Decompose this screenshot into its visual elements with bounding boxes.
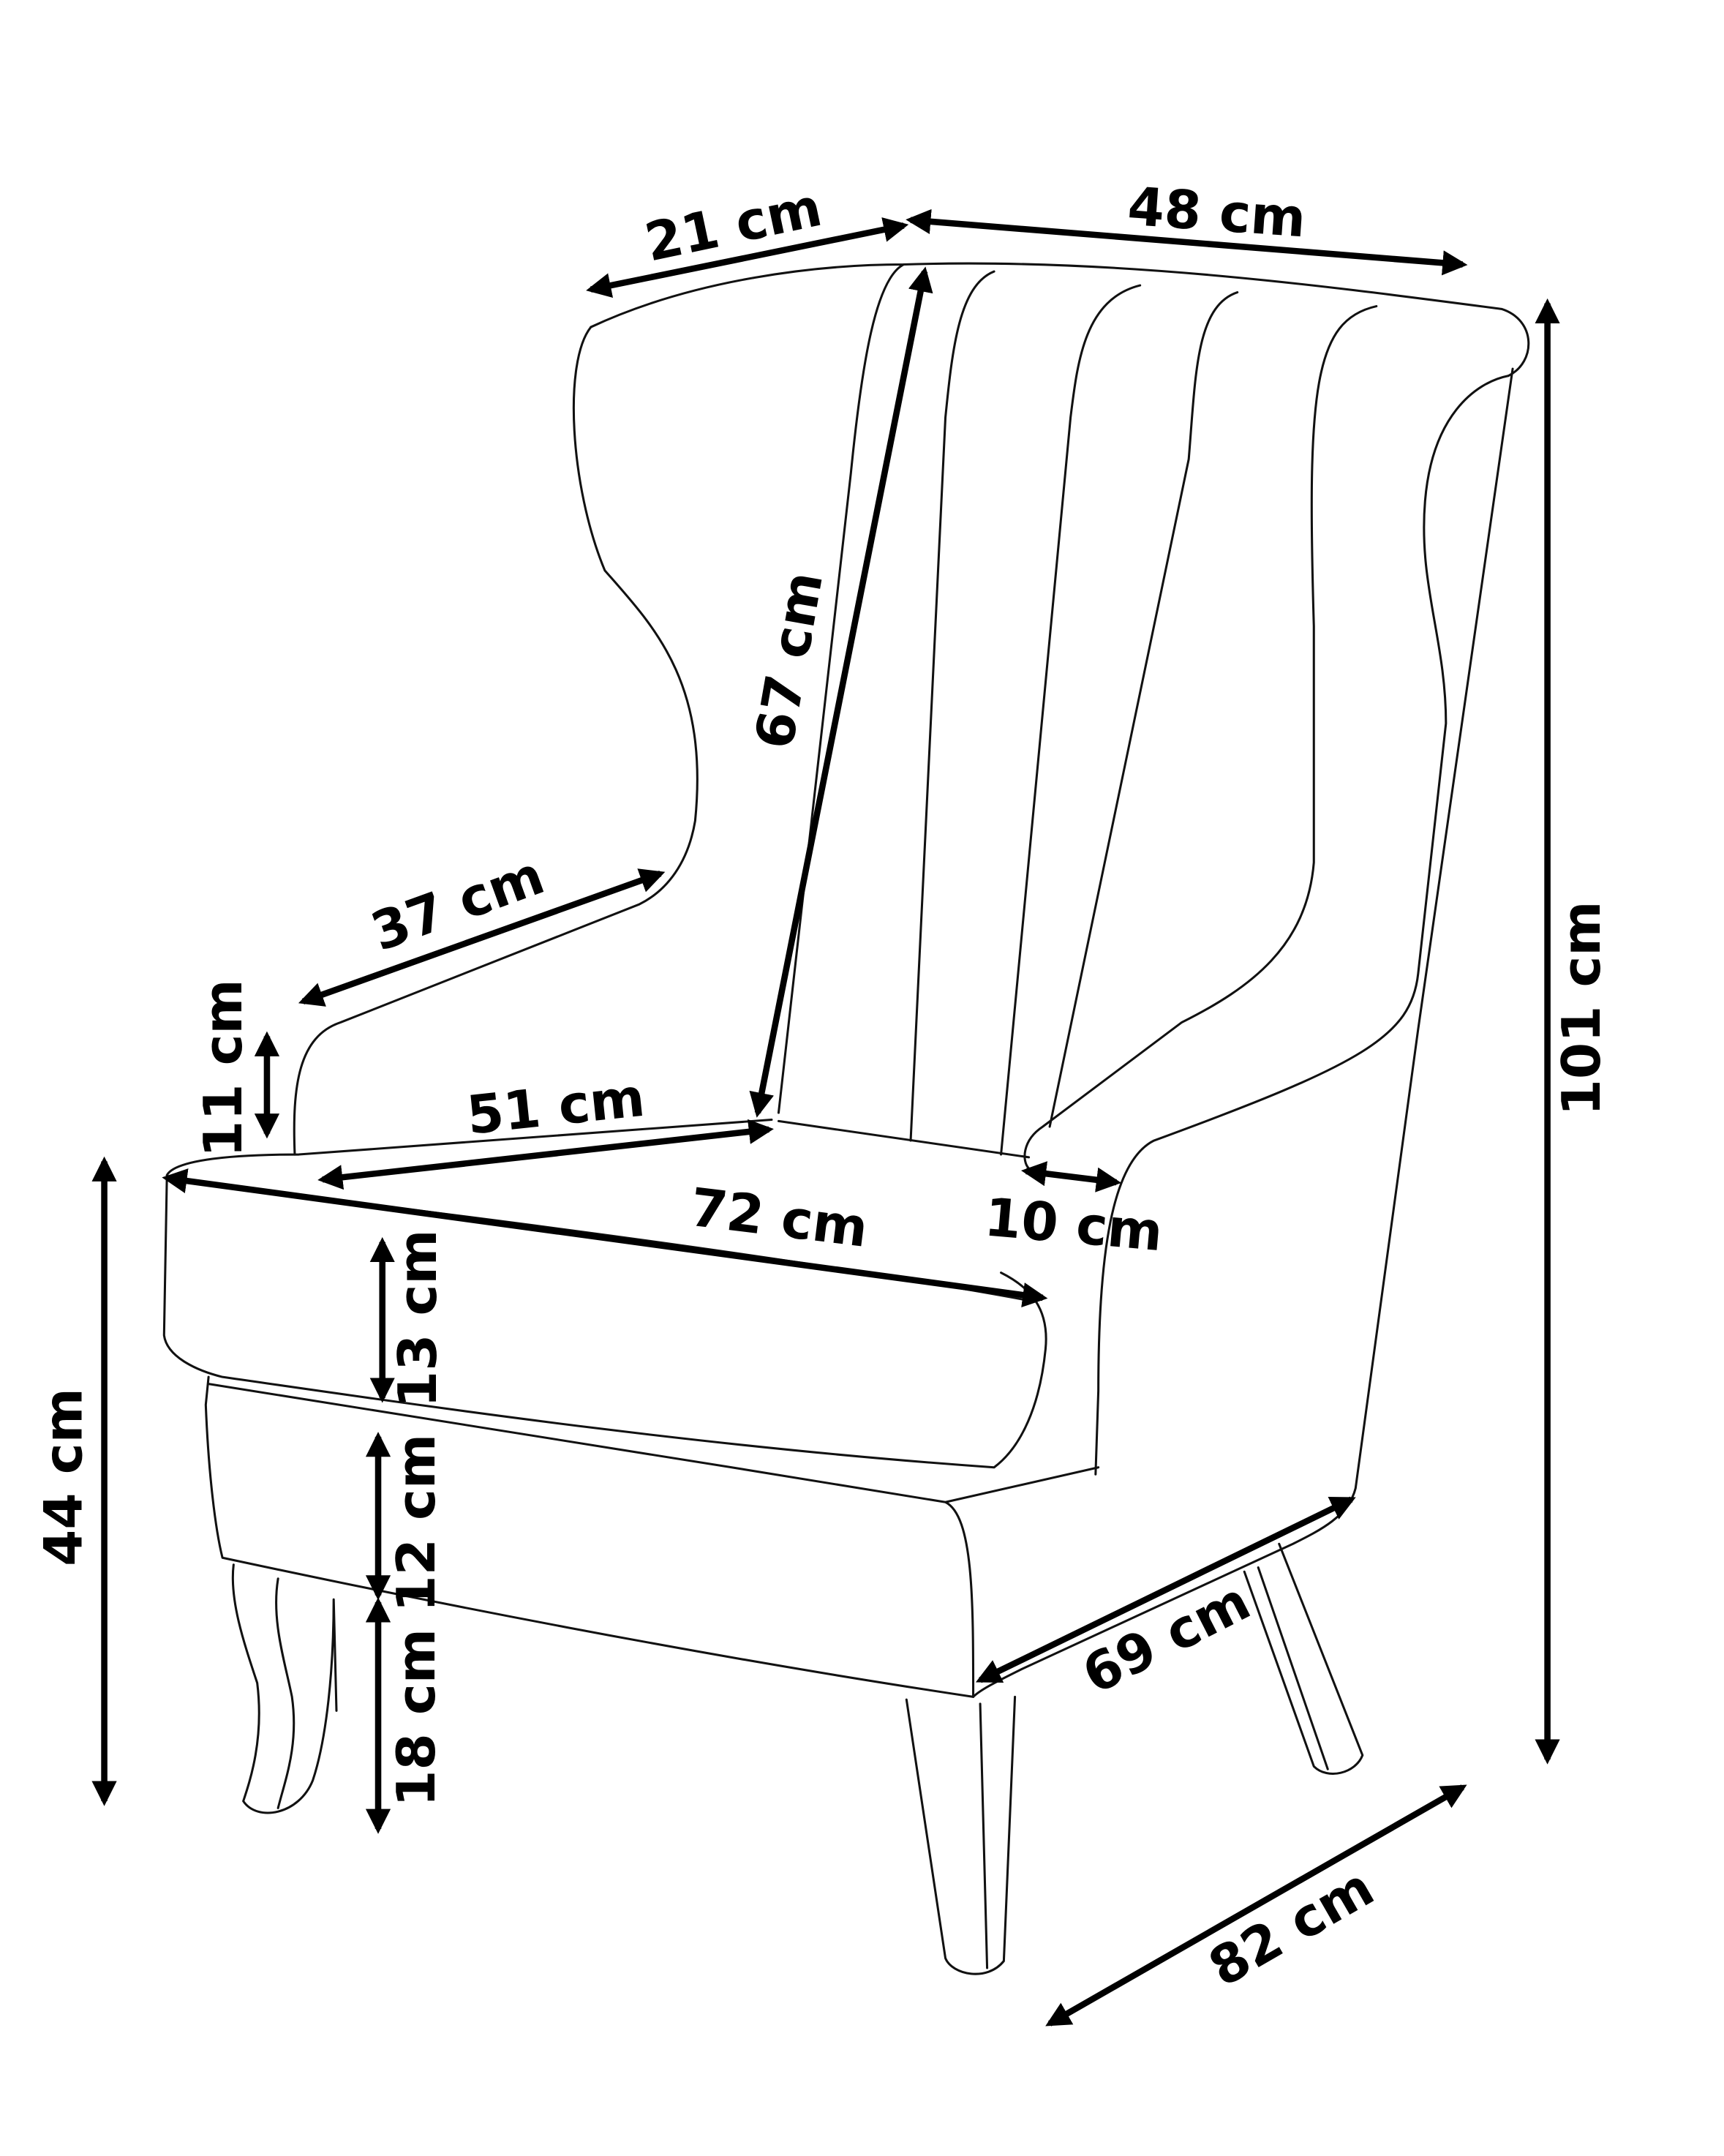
back-channel: [1000, 284, 1142, 1156]
dim-arrow-seat-width: [162, 1168, 1048, 1308]
front-left-leg: [231, 1563, 338, 1814]
label-arm-width: 10 cm: [982, 1187, 1165, 1263]
label-seat-width: 72 cm: [687, 1177, 871, 1260]
dimension-arrows: [91, 209, 1560, 2027]
front-right-leg: [905, 1695, 1017, 1975]
base-front: [204, 1375, 975, 1698]
right-side: [972, 367, 1514, 1698]
left-wing: [293, 326, 699, 1156]
label-total-depth: 82 cm: [1199, 1857, 1384, 1999]
base-top: [207, 1383, 1100, 1698]
dim-arrow-back-width: [906, 209, 1468, 276]
label-back-width: 48 cm: [1126, 176, 1308, 250]
dim-arrow-wing-depth: [586, 217, 909, 298]
back-channel: [909, 270, 995, 1142]
dim-arrow-arm-width: [1021, 1161, 1122, 1192]
dim-arrow-base-depth: [975, 1496, 1356, 1683]
label-cushion-height: 13 cm: [388, 1229, 449, 1408]
label-seat-height: 44 cm: [33, 1388, 94, 1566]
label-total-height: 101 cm: [1551, 901, 1613, 1116]
back-right-leg: [1243, 1542, 1364, 1775]
label-armrest-height: 11 cm: [193, 979, 255, 1157]
chair-outline: [162, 262, 1530, 1975]
back-channel: [1023, 305, 1378, 1170]
label-leg-height: 18 cm: [386, 1629, 448, 1807]
back-channel: [1048, 291, 1239, 1128]
dim-arrow-total-depth: [1045, 1784, 1467, 2027]
dim-arrow-armrest-length: [298, 868, 666, 1007]
dim-arrow-back-height: [749, 266, 933, 1118]
label-base-height: 12 cm: [386, 1434, 448, 1612]
seat-back-edge: [777, 1119, 1031, 1159]
cushion-front: [162, 1178, 1047, 1469]
back-top: [590, 262, 1530, 378]
right-wing: [1094, 375, 1510, 1476]
label-seat-depth: 51 cm: [464, 1067, 647, 1147]
